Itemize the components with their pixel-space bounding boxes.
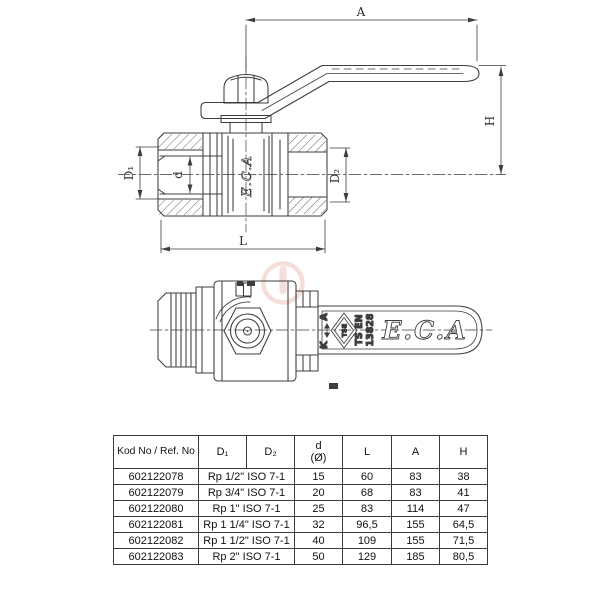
side-view: E.C.A bbox=[117, 5, 507, 254]
dim-label-d2: D₂ bbox=[328, 169, 342, 184]
handle-plan: A K TSE TS EN 13828 E.C.A bbox=[317, 305, 483, 355]
outlet-adapter bbox=[295, 290, 319, 372]
dim-label-a: A bbox=[356, 5, 366, 19]
dimension-d1: D₁ bbox=[122, 146, 160, 200]
handle-end-cap bbox=[462, 64, 480, 83]
col-header-a: A bbox=[391, 435, 440, 469]
dim-label-l: L bbox=[239, 234, 247, 248]
spec-table: Kod No / Ref. No D₁ D₂ d (Ø) L A H 60212… bbox=[113, 435, 488, 565]
col-header-d1: D₁ bbox=[198, 435, 247, 469]
col-header-d: d (Ø) bbox=[294, 435, 343, 469]
technical-drawing: E.C.A bbox=[117, 5, 507, 389]
stem-hex-boss bbox=[223, 307, 272, 355]
handle-hook bbox=[200, 101, 213, 120]
standard-text-2: 13828 bbox=[365, 313, 376, 346]
top-view: A K TSE TS EN 13828 E.C.A bbox=[149, 280, 493, 389]
standard-text-1: TS EN bbox=[354, 314, 365, 345]
col-header-h: H bbox=[439, 435, 488, 469]
valve-body-top bbox=[213, 280, 338, 389]
handle-lever-side bbox=[200, 64, 480, 120]
dimension-d2: D₂ bbox=[328, 147, 351, 203]
dim-label-d1: D₁ bbox=[122, 166, 136, 180]
stem-and-nut bbox=[220, 73, 272, 134]
right-cap-hatch-top bbox=[289, 135, 326, 152]
handle-brand-text: E.C.A bbox=[381, 316, 467, 345]
open-label: A bbox=[319, 313, 330, 321]
spec-table-header-row: Kod No / Ref. No D₁ D₂ d (Ø) L A H bbox=[113, 435, 488, 469]
dimension-a: A bbox=[245, 5, 478, 73]
dim-label-h: H bbox=[483, 116, 497, 126]
col-header-l: L bbox=[342, 435, 392, 469]
dimension-d: d bbox=[171, 156, 193, 194]
handle-inner-outline bbox=[321, 310, 478, 350]
left-cap-hatch-top bbox=[159, 134, 202, 149]
valve-body: E.C.A bbox=[157, 132, 328, 217]
open-close-arrow-icon bbox=[324, 323, 330, 338]
dimension-h: H bbox=[478, 65, 507, 175]
tse-certificate-mark: TSE bbox=[330, 312, 358, 349]
tse-label: TSE bbox=[341, 324, 349, 338]
col-header-d2: D₂ bbox=[246, 435, 295, 469]
brand-watermark bbox=[261, 261, 305, 305]
col-header-kod: Kod No / Ref. No bbox=[113, 435, 199, 469]
left-cap-hatch-bottom bbox=[159, 200, 202, 215]
section-mark bbox=[329, 383, 338, 389]
handle-bottom-edge bbox=[211, 80, 464, 120]
handle-outline bbox=[317, 305, 483, 355]
body-brand-text: E.C.A bbox=[240, 155, 255, 198]
centerlines bbox=[117, 55, 507, 233]
handle-top-edge bbox=[211, 64, 464, 104]
lever-stop-arc bbox=[215, 296, 252, 320]
close-label: K bbox=[319, 340, 330, 349]
stem-nut-outline bbox=[223, 73, 269, 104]
dimension-l: L bbox=[160, 219, 326, 254]
right-cap-hatch-bottom bbox=[289, 197, 326, 214]
dim-label-d: d bbox=[171, 171, 185, 179]
